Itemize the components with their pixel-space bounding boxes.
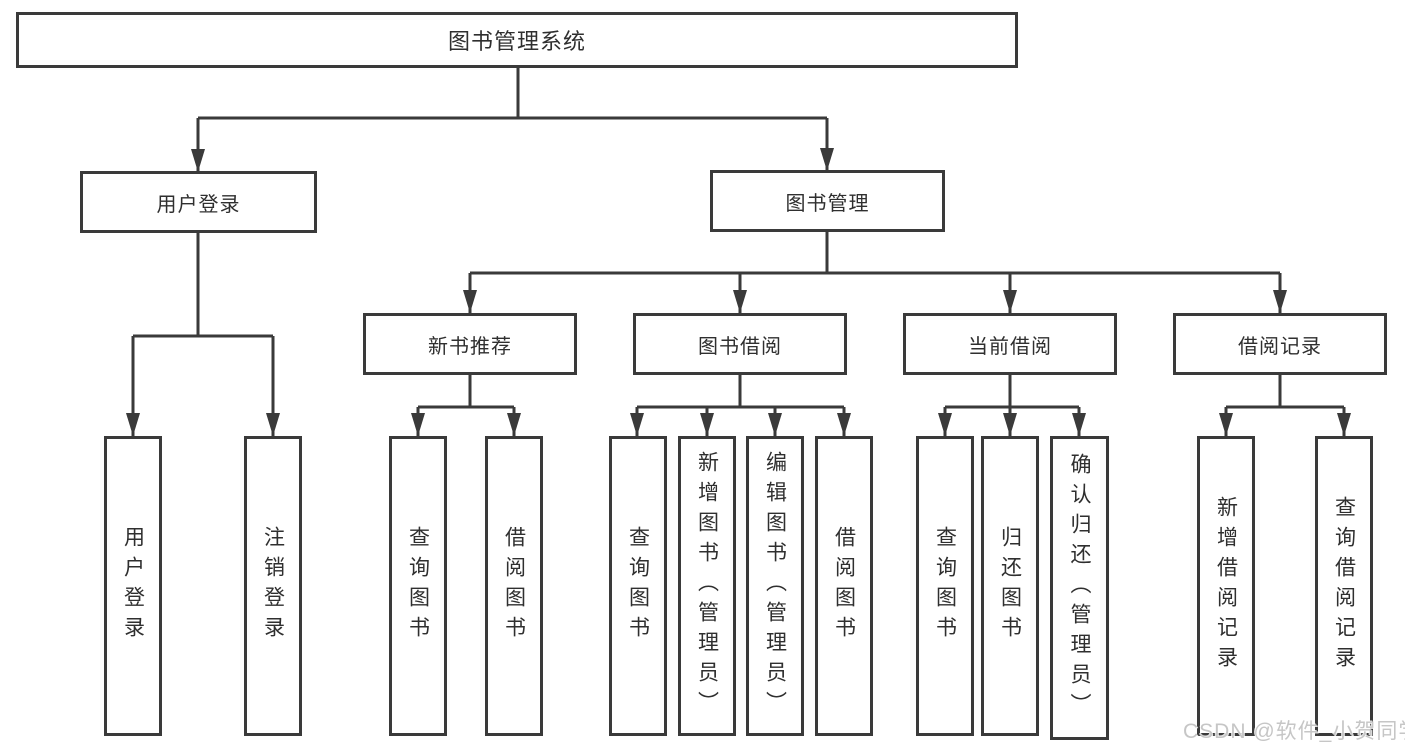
- leaf-confirm-return-admin: 确认归还（管理员）: [1050, 436, 1109, 740]
- node-user-login-label: 用户登录: [156, 193, 241, 216]
- leaf-query-book-recommend: 查询图书: [389, 436, 447, 736]
- node-book-borrow: 图书借阅: [633, 313, 847, 375]
- node-root: 图书管理系统: [16, 12, 1018, 68]
- node-user-login: 用户登录: [80, 171, 317, 233]
- leaf-add-book-admin: 新增图书（管理员）: [678, 436, 736, 736]
- leaf-add-book-admin-label: 新增图书（管理员）: [695, 451, 719, 721]
- leaf-confirm-return-admin-label: 确认归还（管理员）: [1068, 453, 1091, 723]
- leaf-borrow-book-recommend-label: 借阅图书: [502, 526, 526, 646]
- node-root-label: 图书管理系统: [447, 29, 586, 54]
- connector-book-management-to-level3: [463, 232, 1287, 313]
- leaf-edit-book-admin-label: 编辑图书（管理员）: [763, 451, 787, 721]
- leaf-add-borrow-record: 新增借阅记录: [1197, 436, 1255, 736]
- leaf-return-book-label: 归还图书: [998, 526, 1022, 646]
- leaf-return-book: 归还图书: [981, 436, 1039, 736]
- leaf-logout-label: 注销登录: [261, 526, 285, 646]
- node-new-book-recommend-label: 新书推荐: [428, 335, 512, 358]
- node-book-management: 图书管理: [710, 170, 945, 232]
- node-book-borrow-label: 图书借阅: [698, 335, 782, 358]
- node-current-borrow: 当前借阅: [903, 313, 1117, 375]
- leaf-query-book-borrow: 查询图书: [609, 436, 667, 736]
- leaf-borrow-book: 借阅图书: [815, 436, 873, 736]
- leaf-query-borrow-record-label: 查询借阅记录: [1332, 496, 1356, 676]
- node-current-borrow-label: 当前借阅: [968, 335, 1052, 358]
- leaf-borrow-book-label: 借阅图书: [832, 526, 856, 646]
- leaf-query-book-borrow-label: 查询图书: [626, 526, 650, 646]
- connector-current-borrow-to-leaves: [938, 375, 1086, 436]
- node-borrow-record: 借阅记录: [1173, 313, 1387, 375]
- leaf-query-book-current-label: 查询图书: [933, 526, 957, 646]
- node-book-management-label: 图书管理: [785, 192, 870, 215]
- leaf-query-borrow-record: 查询借阅记录: [1315, 436, 1373, 736]
- leaf-borrow-book-recommend: 借阅图书: [485, 436, 543, 736]
- leaf-query-book-current: 查询图书: [916, 436, 974, 736]
- node-borrow-record-label: 借阅记录: [1238, 335, 1322, 358]
- connector-user-login-to-leaves: [126, 233, 280, 436]
- leaf-logout: 注销登录: [244, 436, 302, 736]
- connector-new-book-to-leaves: [411, 375, 521, 436]
- connector-root-to-level2: [191, 68, 834, 172]
- leaf-query-book-recommend-label: 查询图书: [406, 526, 430, 646]
- connector-borrow-record-to-leaves: [1219, 375, 1351, 436]
- node-new-book-recommend: 新书推荐: [363, 313, 577, 375]
- leaf-user-login-label: 用户登录: [121, 526, 145, 646]
- connector-book-borrow-to-leaves: [630, 375, 851, 436]
- csdn-watermark: CSDN @软件_小贺同学: [1183, 720, 1405, 743]
- leaf-user-login: 用户登录: [104, 436, 162, 736]
- leaf-edit-book-admin: 编辑图书（管理员）: [746, 436, 804, 736]
- leaf-add-borrow-record-label: 新增借阅记录: [1214, 496, 1238, 676]
